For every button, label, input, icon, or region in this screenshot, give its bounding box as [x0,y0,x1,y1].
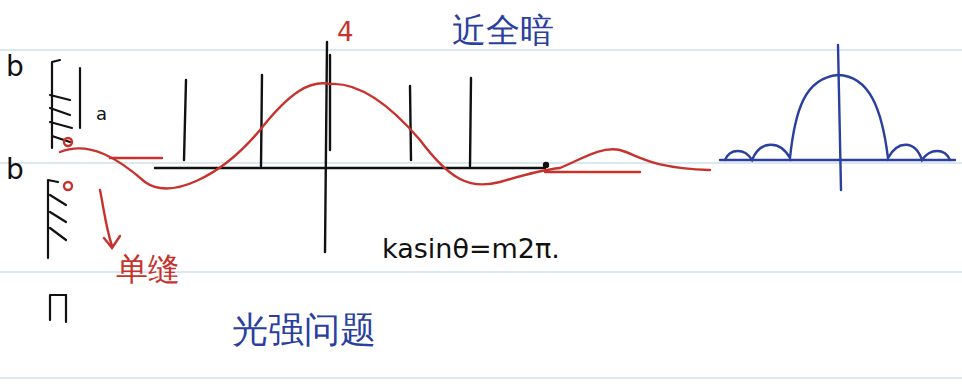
gap-label: a [96,104,107,124]
note-text: 近全暗 [452,12,554,49]
note-text: 光强问题 [232,310,376,350]
intensity-axes [155,42,548,252]
peak-number: 4 [337,18,354,47]
slit-width-label: b [6,52,24,83]
ruled-lines [0,50,962,378]
grating-slits [48,60,80,322]
formula-text: kasinθ=m2π. [382,234,560,264]
note-text: 单缝 [116,252,180,287]
slit-width-label: b [6,155,24,186]
envelope-curve [60,83,710,248]
single-slit-pattern [720,45,955,190]
